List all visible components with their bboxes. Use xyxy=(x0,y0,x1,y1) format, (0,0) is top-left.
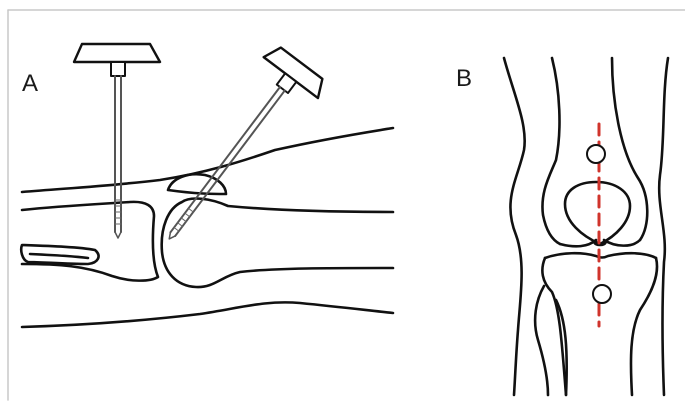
femur-left-edge xyxy=(542,58,560,244)
needle-icon xyxy=(74,44,160,238)
figure-frame xyxy=(8,10,685,400)
needle-icon xyxy=(142,43,329,260)
femur-outline xyxy=(162,199,393,288)
needle-hub-wing xyxy=(74,44,160,62)
fibula-outline xyxy=(535,286,548,395)
panel-label-a: A xyxy=(22,72,38,96)
injection-point-upper xyxy=(587,145,605,163)
panel-a-knee-lateral xyxy=(21,128,393,327)
panel-b-knee-anterior xyxy=(504,58,668,395)
fibula-inner-line xyxy=(30,254,88,258)
needle-hub-neck xyxy=(111,62,125,76)
leg-outline-right xyxy=(659,58,668,395)
tibia-outline xyxy=(22,202,158,281)
needle-hub-wing xyxy=(264,43,329,98)
tibia-right-edge xyxy=(631,258,657,395)
injection-point-lower xyxy=(593,285,611,303)
leg-outline-left xyxy=(504,58,525,395)
skin-lower-outline xyxy=(22,302,393,327)
panel-label-b: B xyxy=(456,67,472,91)
